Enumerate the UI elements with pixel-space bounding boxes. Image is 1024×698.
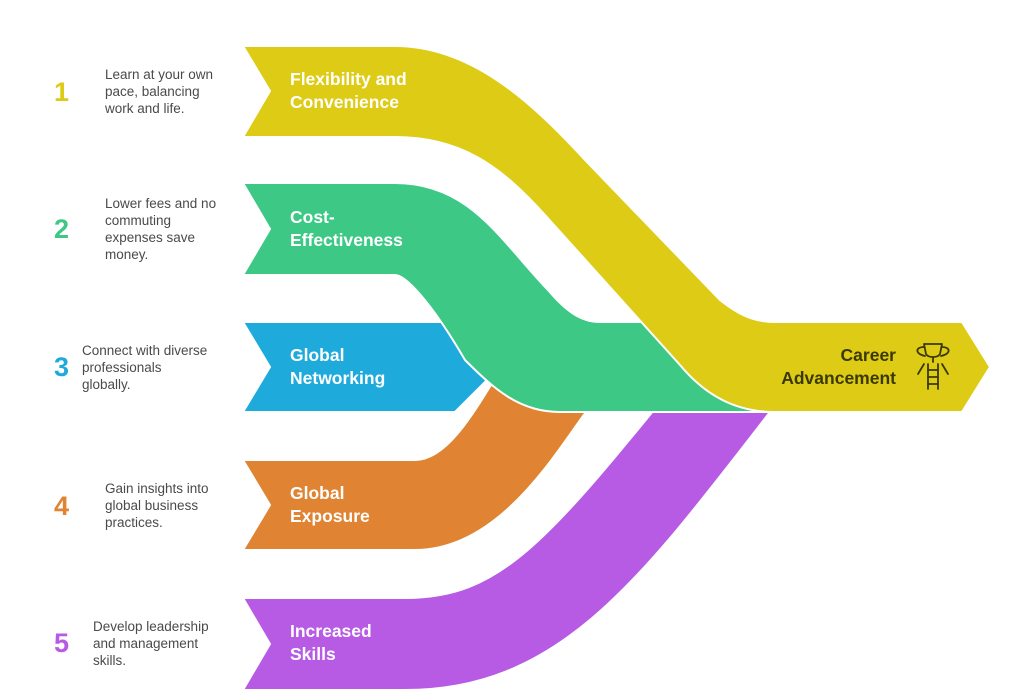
band-title-line: Effectiveness	[290, 230, 403, 250]
band-increased-skills	[241, 366, 772, 691]
description-line: expenses save	[105, 230, 196, 245]
step-description-5: Develop leadership and management skills…	[93, 618, 209, 669]
step-number-4: 4	[54, 491, 70, 521]
band-title-line: Networking	[290, 368, 386, 388]
band-title-line: Skills	[290, 644, 336, 664]
description-line: pace, balancing	[105, 84, 200, 99]
band-title-line: Cost-	[290, 207, 335, 227]
step-number-2: 2	[54, 214, 70, 244]
step-description-4: Gain insights into global business pract…	[105, 480, 209, 531]
description-line: commuting	[105, 213, 172, 228]
description-line: practices.	[105, 515, 163, 530]
step-number-3: 3	[54, 352, 70, 382]
band-title-line: Global	[290, 483, 345, 503]
target-title-line: Career	[840, 345, 896, 365]
band-label-cost: Cost- Effectiveness	[290, 206, 403, 252]
step-description-1: Learn at your own pace, balancing work a…	[105, 66, 213, 117]
description-line: Gain insights into	[105, 481, 209, 496]
band-title-line: Increased	[290, 621, 372, 641]
description-line: work and life.	[105, 101, 185, 116]
band-label-networking: Global Networking	[290, 344, 385, 390]
description-line: Learn at your own	[105, 67, 214, 82]
band-label-skills: Increased Skills	[290, 620, 372, 666]
band-label-flexibility: Flexibility and Convenience	[290, 68, 407, 114]
band-label-exposure: Global Exposure	[290, 482, 370, 528]
description-line: Lower fees and no	[105, 196, 217, 211]
target-label-career-advancement: Career Advancement	[760, 344, 896, 390]
description-line: and management	[93, 636, 199, 651]
band-flexibility-convenience	[241, 45, 992, 413]
band-global-exposure	[241, 368, 588, 551]
band-title-line: Flexibility and	[290, 69, 407, 89]
description-line: globally.	[82, 377, 131, 392]
step-number-1: 1	[54, 77, 70, 107]
step-description-3: Connect with diverse professionals globa…	[82, 342, 207, 393]
description-line: professionals	[82, 360, 162, 375]
trophy-ladder-icon	[916, 343, 950, 390]
description-line: Develop leadership	[93, 619, 209, 634]
target-title-line: Advancement	[781, 368, 896, 388]
band-title-line: Global	[290, 345, 345, 365]
step-number-5: 5	[54, 628, 70, 658]
band-title-line: Convenience	[290, 92, 399, 112]
description-line: Connect with diverse	[82, 343, 208, 358]
step-description-2: Lower fees and no commuting expenses sav…	[105, 195, 216, 263]
description-line: skills.	[93, 653, 126, 668]
description-line: money.	[105, 247, 149, 262]
description-line: global business	[105, 498, 199, 513]
band-title-line: Exposure	[290, 506, 370, 526]
